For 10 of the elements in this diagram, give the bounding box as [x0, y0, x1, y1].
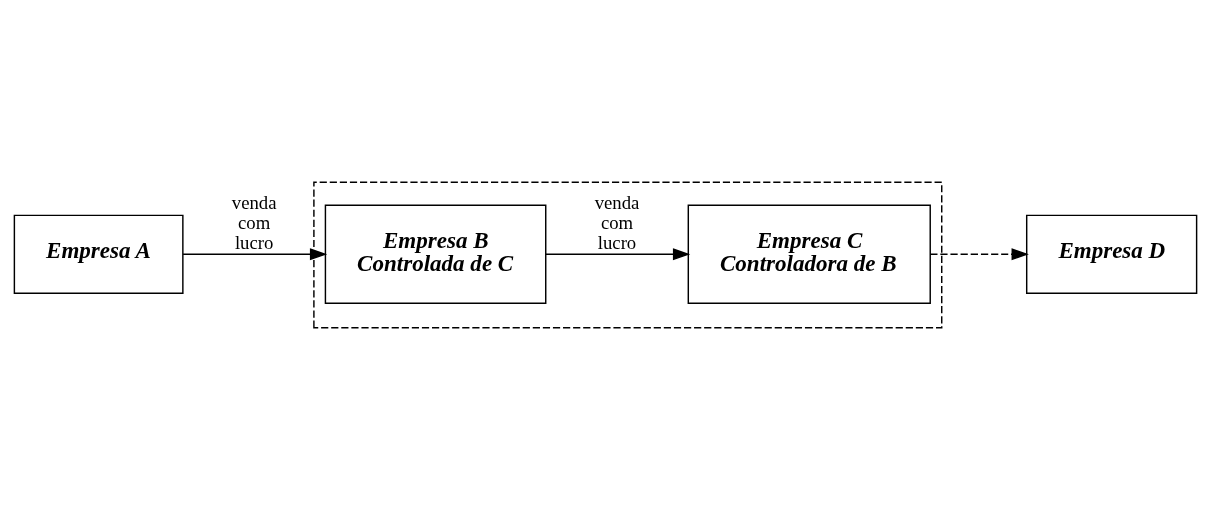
- arrow: [182, 247, 328, 260]
- node-box: Empresa D: [1026, 214, 1198, 294]
- node-box: Empresa A: [13, 214, 184, 294]
- arrow: [929, 247, 1029, 260]
- node-box: Empresa B Controlada de C: [324, 204, 547, 304]
- node-box: Empresa C Controladora de B: [687, 204, 931, 304]
- edge-label: venda com lucro: [231, 191, 277, 253]
- arrow: [545, 247, 691, 260]
- cluster: [313, 181, 943, 328]
- edge-label: venda com lucro: [594, 191, 640, 253]
